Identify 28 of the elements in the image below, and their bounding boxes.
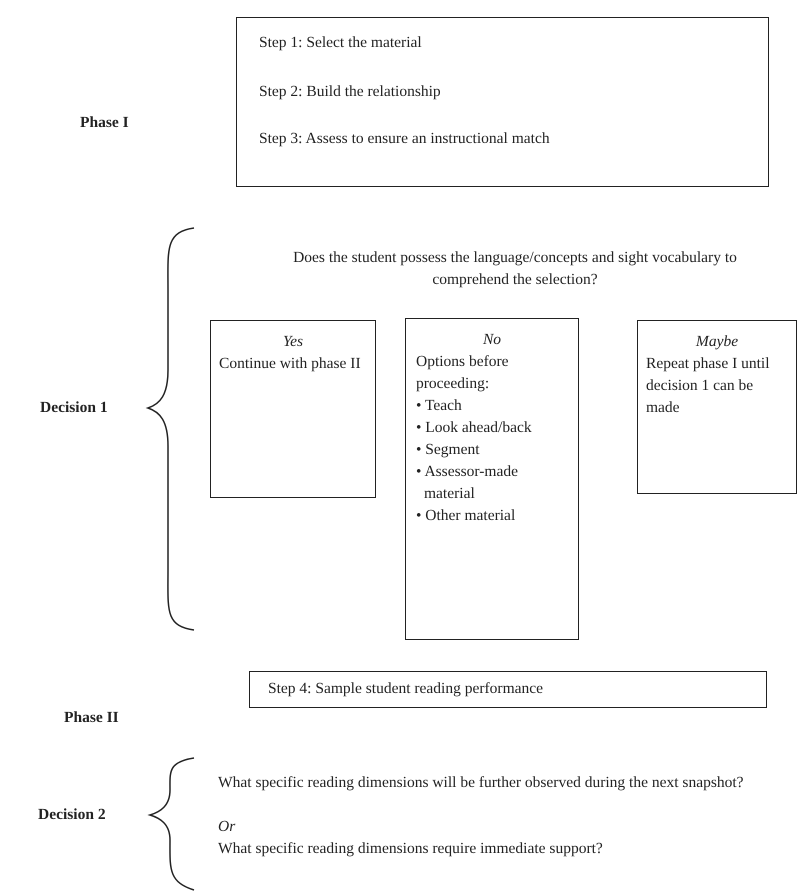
decision-label: Decision 1 [40, 398, 109, 418]
phase-label: Phase II [64, 708, 120, 728]
bullet-item: • Other material [416, 506, 516, 526]
choice-text: Repeat phase I until decision 1 can be made [646, 354, 771, 418]
text-box [210, 320, 376, 498]
question-text: What specific reading dimensions will be further observed during the next snapshot? [218, 773, 745, 793]
phase-label: Phase I [80, 113, 130, 133]
bullet-item: • Segment [416, 440, 481, 460]
step-text: Step 2: Build the relationship [259, 82, 442, 102]
choice-text: Continue with phase II [219, 354, 362, 374]
bullet-item: • Assessor-made material [416, 462, 519, 504]
text-box [249, 671, 767, 708]
decision-label: Decision 2 [38, 805, 107, 825]
question-text: Does the student possess the language/concepts and sight vocabulary to comprehend the selection? [292, 248, 738, 290]
step-text: Step 3: Assess to ensure an instructional match [259, 129, 551, 149]
question-text: What specific reading dimensions require immediate support? [218, 839, 604, 859]
choice-heading: Yes [282, 332, 304, 352]
step-text: Step 1: Select the material [259, 33, 423, 53]
bullet-item: • Teach [416, 396, 463, 416]
text-box [236, 17, 769, 187]
choice-heading: Maybe [694, 332, 740, 352]
connector-word: Or [218, 817, 236, 837]
step-text: Step 4: Sample student reading performance [268, 679, 544, 699]
bullet-item: • Look ahead/back [416, 418, 533, 438]
text-box [405, 318, 579, 640]
choice-heading: No [482, 330, 502, 350]
choice-text: Options before proceeding: [416, 352, 510, 394]
text-box [637, 320, 797, 494]
